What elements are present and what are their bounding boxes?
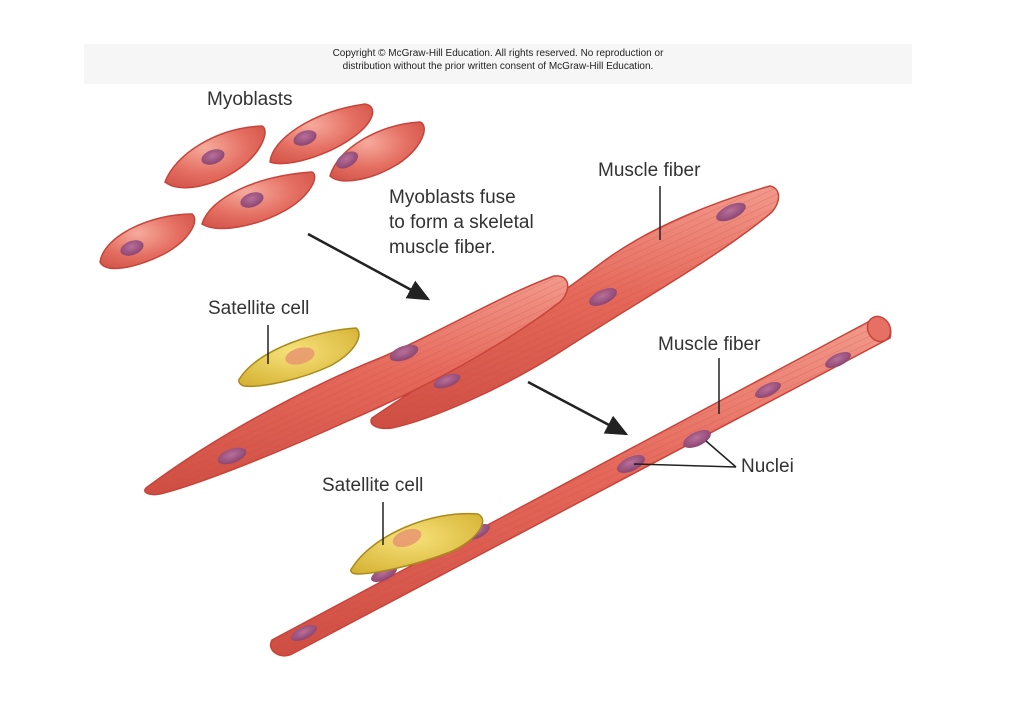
label-muscle-fiber-top: Muscle fiber xyxy=(598,159,700,183)
label-fuse-line-1: Myoblasts fuse xyxy=(389,186,516,210)
myoblast-cluster xyxy=(100,104,424,268)
label-myoblasts: Myoblasts xyxy=(207,88,293,112)
label-muscle-fiber-right: Muscle fiber xyxy=(658,333,760,357)
label-satellite-cell-top: Satellite cell xyxy=(208,297,309,321)
label-fuse-line-3: muscle fiber. xyxy=(389,236,496,260)
copyright-line-2: distribution without the prior written c… xyxy=(84,60,912,73)
copyright-notice: Copyright © McGraw-Hill Education. All r… xyxy=(84,47,912,73)
label-fuse-line-2: to form a skeletal xyxy=(389,211,534,235)
maturation-arrow xyxy=(528,382,626,434)
myoblast-cell xyxy=(165,126,265,188)
label-nuclei: Nuclei xyxy=(741,455,794,479)
copyright-line-1: Copyright © McGraw-Hill Education. All r… xyxy=(84,47,912,60)
label-satellite-cell-bottom: Satellite cell xyxy=(322,474,423,498)
leader-line-nuclei-b xyxy=(706,441,736,467)
myoblast-cell xyxy=(100,214,195,268)
